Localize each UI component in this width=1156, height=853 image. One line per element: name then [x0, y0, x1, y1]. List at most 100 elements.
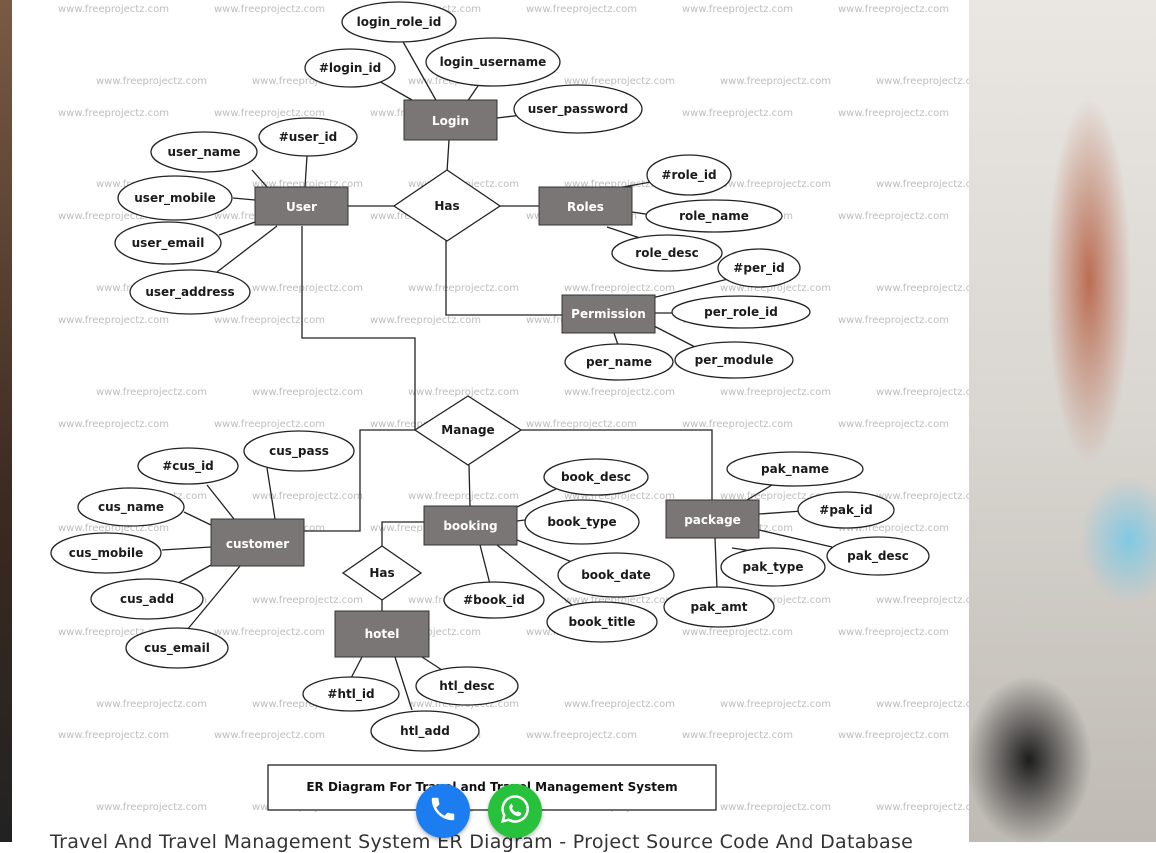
- entity-hotel: hotel: [334, 610, 430, 658]
- attr-book-desc: book_desc: [543, 458, 649, 496]
- watermark-text: www.freeprojectz.com: [720, 699, 831, 710]
- watermark-text: www.freeprojectz.com: [526, 730, 637, 741]
- watermark-text: www.freeprojectz.com: [214, 730, 325, 741]
- svg-text:package: package: [684, 513, 741, 527]
- watermark-text: www.freeprojectz.com: [720, 491, 831, 502]
- attr-cus-email: cus_email: [125, 627, 229, 669]
- watermark-text: www.freeprojectz.com: [58, 419, 169, 430]
- svg-text:htl_desc: htl_desc: [439, 679, 494, 694]
- watermark-text: www.freeprojectz.com: [526, 419, 637, 430]
- watermark-text: www.freeprojectz.com: [720, 76, 831, 87]
- watermark-text: www.freeprojectz.com: [58, 627, 169, 638]
- svg-text:user_name: user_name: [167, 145, 240, 160]
- entity-login: Login: [403, 99, 498, 141]
- attribute-ellipses: login_role_id #login_id login_username u…: [50, 1, 930, 752]
- svg-text:pak_name: pak_name: [761, 462, 829, 477]
- svg-text:role_name: role_name: [679, 209, 749, 224]
- svg-text:user_address: user_address: [145, 285, 234, 300]
- watermark-text: www.freeprojectz.com: [408, 387, 519, 398]
- attr-cus-id: #cus_id: [137, 447, 239, 485]
- watermark-text: www.freeprojectz.com: [58, 730, 169, 741]
- watermark-text: www.freeprojectz.com: [564, 387, 675, 398]
- watermark-text: www.freeprojectz.com: [876, 387, 969, 398]
- watermark-text: www.freeprojectz.com: [682, 4, 793, 15]
- attr-login-id: #login_id: [304, 48, 396, 88]
- watermark-text: www.freeprojectz.com: [564, 179, 675, 190]
- watermark-text: www.freeprojectz.com: [252, 283, 363, 294]
- watermark-text: www.freeprojectz.com: [96, 76, 207, 87]
- attr-cus-add: cus_add: [90, 578, 204, 620]
- svg-text:ER Diagram For Travel and Trav: ER Diagram For Travel and Travel Managem…: [306, 780, 677, 794]
- call-button[interactable]: [416, 784, 470, 838]
- watermark-text: www.freeprojectz.com: [252, 387, 363, 398]
- svg-text:#login_id: #login_id: [319, 61, 381, 76]
- svg-text:#cus_id: #cus_id: [162, 459, 214, 474]
- svg-text:pak_type: pak_type: [743, 560, 804, 575]
- watermark-text: www.freeprojectz.com: [214, 627, 325, 638]
- watermark-text: www.freeprojectz.com: [252, 76, 363, 87]
- background-photo-right: [969, 0, 1156, 842]
- connector-lines: [161, 39, 833, 711]
- watermark-text: www.freeprojectz.com: [564, 283, 675, 294]
- watermark-text: www.freeprojectz.com: [720, 283, 831, 294]
- svg-text:Has: Has: [369, 566, 394, 580]
- watermark-text: www.freeprojectz.com: [96, 387, 207, 398]
- svg-text:user_email: user_email: [132, 236, 205, 251]
- svg-text:login_username: login_username: [440, 55, 547, 70]
- attr-pak-type: pak_type: [720, 547, 826, 587]
- svg-text:Permission: Permission: [571, 307, 646, 321]
- watermark-text: www.freeprojectz.com: [58, 108, 169, 119]
- whatsapp-button[interactable]: [488, 784, 542, 838]
- entity-permission: Permission: [561, 294, 656, 334]
- attr-user-email: user_email: [114, 221, 222, 265]
- watermark-text: www.freeprojectz.com: [838, 419, 949, 430]
- watermark-text: www.freeprojectz.com: [214, 419, 325, 430]
- attr-htl-add: htl_add: [370, 710, 480, 752]
- watermark-text: www.freeprojectz.com: [564, 595, 675, 606]
- watermark-text: www.freeprojectz.com: [682, 730, 793, 741]
- watermark-text: www.freeprojectz.com: [408, 491, 519, 502]
- attr-book-id: #book_id: [443, 581, 545, 619]
- svg-text:cus_mobile: cus_mobile: [69, 546, 144, 561]
- watermark-text: www.freeprojectz.com: [838, 730, 949, 741]
- svg-text:#user_id: #user_id: [279, 130, 338, 145]
- svg-text:htl_add: htl_add: [400, 724, 450, 739]
- svg-text:#htl_id: #htl_id: [327, 687, 374, 702]
- watermark-text: www.freeprojectz.com: [214, 108, 325, 119]
- svg-text:book_date: book_date: [581, 568, 651, 583]
- watermark-text: www.freeprojectz.com: [876, 283, 969, 294]
- background-photo-left: [0, 0, 12, 842]
- svg-text:cus_email: cus_email: [144, 641, 210, 656]
- watermark-text: www.freeprojectz.com: [564, 699, 675, 710]
- entity-package: package: [665, 499, 760, 539]
- relationship-manage: Manage: [413, 395, 523, 466]
- watermark-text: www.freeprojectz.com: [682, 419, 793, 430]
- watermark-text: www.freeprojectz.com: [838, 211, 949, 222]
- svg-text:book_desc: book_desc: [561, 470, 631, 485]
- svg-text:role_desc: role_desc: [635, 246, 698, 261]
- watermark-text: www.freeprojectz.com: [564, 491, 675, 502]
- watermark-text: www.freeprojectz.com: [214, 315, 325, 326]
- svg-text:#pak_id: #pak_id: [819, 503, 872, 518]
- watermark-text: www.freeprojectz.com: [876, 76, 969, 87]
- attr-per-module: per_module: [674, 341, 794, 379]
- svg-text:login_role_id: login_role_id: [357, 15, 442, 30]
- attr-pak-id: #pak_id: [797, 491, 895, 529]
- attr-book-type: book_type: [524, 499, 640, 545]
- watermark-text: www.freeprojectz.com: [58, 523, 169, 534]
- svg-text:Has: Has: [434, 199, 459, 213]
- relationship-has-top: Has: [392, 169, 502, 242]
- watermark-text: www.freeprojectz.com: [682, 108, 793, 119]
- watermark-text: www.freeprojectz.com: [838, 4, 949, 15]
- watermark-text: www.freeprojectz.com: [876, 802, 969, 813]
- watermark-text: www.freeprojectz.com: [564, 76, 675, 87]
- attr-user-password: user_password: [513, 84, 643, 134]
- attr-per-role-id: per_role_id: [671, 295, 811, 329]
- svg-text:customer: customer: [226, 537, 289, 551]
- attr-book-date: book_date: [557, 552, 675, 598]
- svg-text:hotel: hotel: [365, 627, 400, 641]
- watermark-text: www.freeprojectz.com: [252, 179, 363, 190]
- svg-text:Roles: Roles: [567, 200, 604, 214]
- watermark-text: www.freeprojectz.com: [526, 4, 637, 15]
- watermark-text: www.freeprojectz.com: [58, 211, 169, 222]
